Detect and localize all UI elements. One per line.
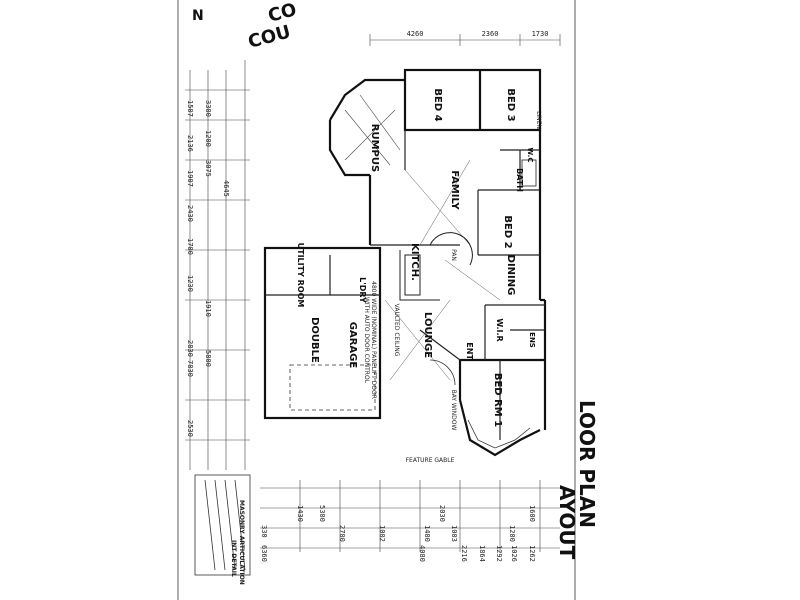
masonry-sub: INT DETAIL xyxy=(230,540,237,577)
pantry-note: PAN xyxy=(450,249,457,261)
dim-left-outer-2: 1907 xyxy=(186,170,194,187)
dim-left-outer-3: 2430 xyxy=(186,205,194,222)
dim-bottom2-3: 1400 xyxy=(423,525,431,542)
room-label-kitch: KITCH. xyxy=(409,243,420,281)
left-dimension-lines xyxy=(185,60,250,470)
room-label-ldry: L'DRY xyxy=(358,277,367,303)
sheet-title-line1: LOOR PLAN xyxy=(575,400,599,528)
dim-bottom3-2: 2030 xyxy=(438,505,446,522)
dim-bottom2-1: 2700 xyxy=(338,525,346,542)
room-label-ens: ENS xyxy=(528,332,536,348)
room-label-bath: BATH xyxy=(515,168,524,192)
dim-bottom2-0: 330 xyxy=(260,525,268,538)
bath-tub xyxy=(521,159,537,187)
dim-left-inner-0: 3300 xyxy=(204,100,212,117)
top-dimension-lines xyxy=(369,34,561,46)
room-label-double: DOUBLE xyxy=(309,317,320,363)
room-label-bedrm1: BED RM 1 xyxy=(492,373,503,427)
bottom-dimensions: 6360 4080 2216 1864 1292 1026 1262 330 2… xyxy=(260,505,536,562)
north-mark: N xyxy=(192,8,204,24)
dim-left-outer-0: 1507 xyxy=(186,100,194,117)
garage-door-line xyxy=(289,364,376,411)
family-ceiling-lines xyxy=(404,159,501,301)
rumpus-ceiling-lines xyxy=(344,94,401,166)
room-label-wir: W.I.R xyxy=(495,318,504,341)
dim-left-outer-4: 1700 xyxy=(186,238,194,255)
garage-door-note: 4800 WIDE (NOMINAL) PANELIFT DOOR xyxy=(370,281,377,399)
room-label-bed3: BED 3 xyxy=(505,88,516,121)
dim-left-inner-2: 4645 xyxy=(222,180,230,197)
feature-gable-note: FEATURE GABLE xyxy=(406,457,455,464)
dim-bottom1-2: 2216 xyxy=(460,545,468,562)
dim-bottom1-0: 6360 xyxy=(260,545,268,562)
sheet-title-line2: AYOUT xyxy=(555,485,579,560)
room-label-rumpus: RUMPUS xyxy=(369,124,380,172)
dim-bottom2-2: 1002 xyxy=(378,525,386,542)
internal-walls xyxy=(265,130,545,440)
room-label-lounge: LOUNGE xyxy=(422,312,433,358)
dim-left-inner-5: 5800 xyxy=(204,350,212,367)
dim-bottom1-3: 1864 xyxy=(478,545,486,562)
dim-bottom1-1: 4080 xyxy=(418,545,426,562)
dim-bottom3-0: 5300 xyxy=(318,505,326,522)
left-dimensions: 1507 2136 1907 2430 1700 1230 2830 2530 … xyxy=(186,100,230,437)
room-label-utility: UTILITY ROOM xyxy=(296,243,305,308)
dim-bottom2-5: 1200 xyxy=(508,525,516,542)
linen-note: LINEN xyxy=(535,111,542,129)
dim-top-2: 1730 xyxy=(532,30,549,38)
lounge-ceiling-note: VAULTED CEILING xyxy=(393,304,400,357)
bottom-dimension-lines xyxy=(260,480,560,552)
room-label-dining: DINING xyxy=(505,255,516,296)
kitchen-bench xyxy=(399,232,473,301)
dim-bottom2-4: 1003 xyxy=(450,525,458,542)
room-label-wc: W.C xyxy=(526,148,534,163)
room-label-family: FAMILY xyxy=(449,170,460,210)
entry-door-swing xyxy=(429,359,456,386)
bay-window-note: BAY WINDOW xyxy=(450,390,457,431)
dim-bottom3-3: 1600 xyxy=(528,505,536,522)
dim-left-outer-6: 2830 xyxy=(186,340,194,357)
lounge-ceiling-lines xyxy=(384,299,451,381)
dim-left-inner-4: 3075 xyxy=(204,160,212,177)
dim-left-outer-7: 2530 xyxy=(186,420,194,437)
bay-window xyxy=(467,419,531,449)
dim-top-0: 4260 xyxy=(407,30,424,38)
room-label-garage: GARAGE xyxy=(347,322,358,369)
dim-top-1: 2360 xyxy=(482,30,499,38)
external-walls xyxy=(263,68,547,457)
room-label-bed4: BED 4 xyxy=(432,88,443,121)
top-dimensions: 4260 2360 1730 xyxy=(407,30,549,38)
dim-bottom1-5: 1026 xyxy=(510,545,518,562)
dim-left-inner-1: 1200 xyxy=(204,130,212,147)
dim-bottom1-6: 1262 xyxy=(528,545,536,562)
dim-left-inner-6: 7830 xyxy=(186,360,194,377)
room-label-ent: ENT. xyxy=(465,342,474,361)
sheet-frame xyxy=(177,0,576,600)
auto-door-note: WITH AUTO DOOR CONTROL xyxy=(363,297,370,384)
articulation-detail xyxy=(194,474,251,576)
dim-bottom1-4: 1292 xyxy=(495,545,503,562)
room-label-bed2: BED 2 xyxy=(502,215,513,248)
dim-bottom3-1: 1430 xyxy=(296,505,304,522)
dim-left-outer-5: 1230 xyxy=(186,275,194,292)
masonry-title: MASONRY ARTICULATION xyxy=(238,500,245,585)
dim-left-inner-3: 1910 xyxy=(204,300,212,317)
dim-left-outer-1: 2136 xyxy=(186,135,194,152)
